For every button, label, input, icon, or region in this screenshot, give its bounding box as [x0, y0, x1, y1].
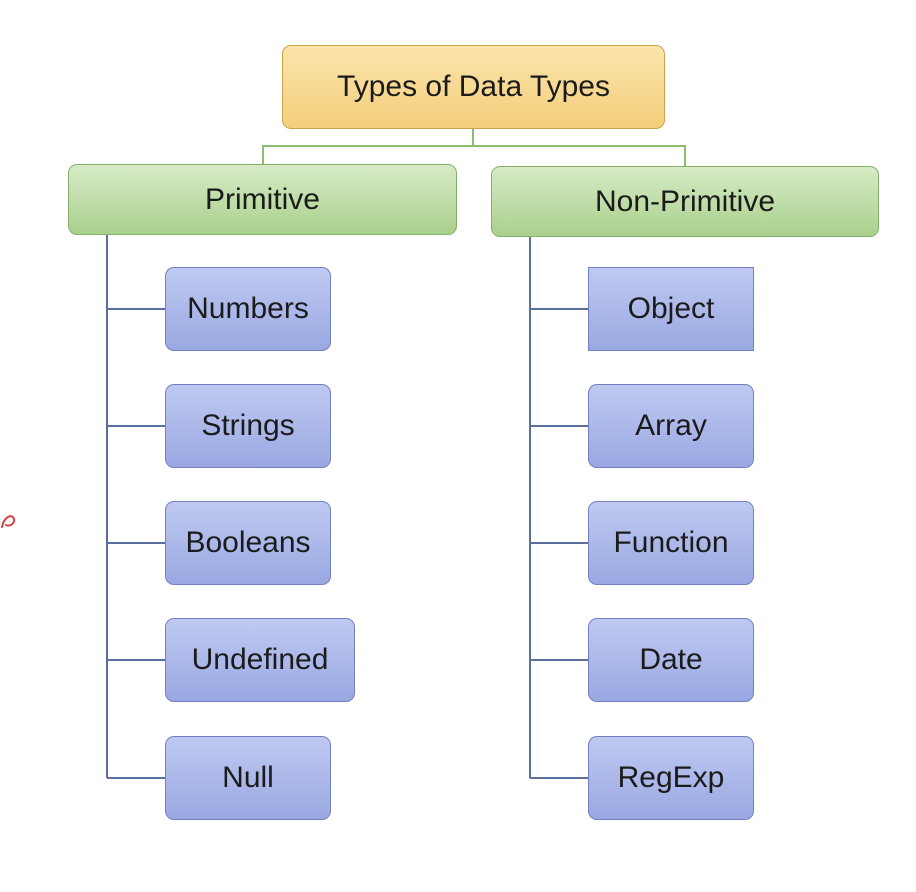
leaf-booleans: Booleans	[165, 501, 331, 585]
leaf-undefined: Undefined	[165, 618, 355, 702]
leaf-label: Booleans	[185, 526, 311, 559]
root-connector	[262, 129, 474, 164]
nonprimitive-branch-lines	[529, 237, 588, 779]
pen-annotation-mark	[1, 515, 16, 528]
leaf-label: Object	[627, 292, 715, 325]
leaf-strings: Strings	[165, 384, 331, 468]
root-connector-right	[473, 145, 686, 166]
category-primitive: Primitive	[68, 164, 457, 235]
category-non-primitive-label: Non-Primitive	[594, 184, 776, 218]
root-label: Types of Data Types	[337, 70, 610, 103]
leaf-regexp: RegExp	[588, 736, 754, 820]
category-non-primitive: Non-Primitive	[491, 166, 879, 237]
leaf-array: Array	[588, 384, 754, 468]
leaf-label: RegExp	[617, 761, 725, 794]
leaf-label: Strings	[201, 409, 295, 442]
leaf-function: Function	[588, 501, 754, 585]
leaf-label: Date	[639, 643, 703, 676]
leaf-label: Array	[635, 409, 707, 442]
leaf-label: Function	[613, 526, 729, 559]
leaf-label: Numbers	[187, 292, 309, 325]
leaf-object: Object	[588, 267, 754, 351]
primitive-branch-lines	[106, 235, 165, 779]
leaf-label: Null	[222, 761, 274, 794]
leaf-label: Undefined	[191, 643, 329, 676]
leaf-date: Date	[588, 618, 754, 702]
category-primitive-label: Primitive	[204, 182, 320, 216]
leaf-null: Null	[165, 736, 331, 820]
root-node: Types of Data Types	[282, 45, 665, 129]
leaf-numbers: Numbers	[165, 267, 331, 351]
